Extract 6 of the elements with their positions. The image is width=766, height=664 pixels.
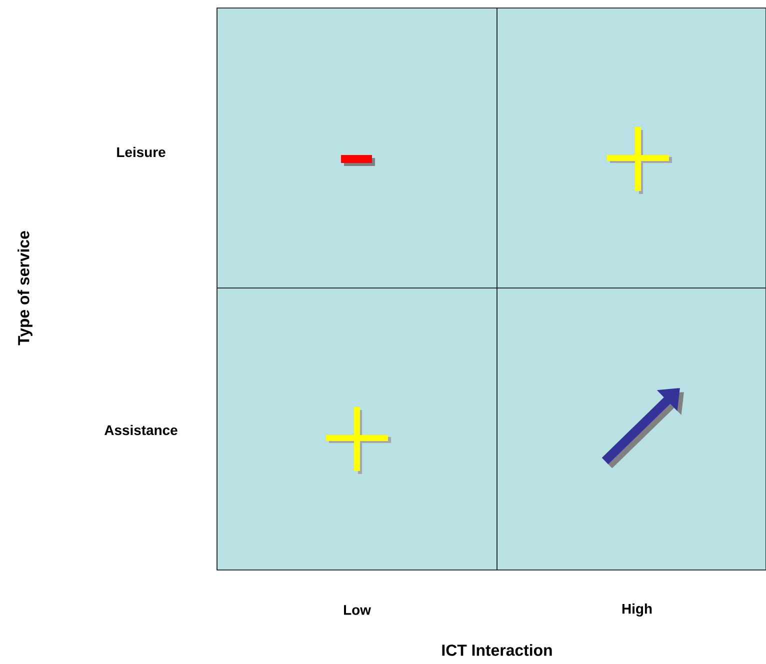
axis-label: Assistance <box>104 424 178 436</box>
axis-label: Low <box>344 605 371 615</box>
axis-title: ICT Interaction <box>442 644 552 656</box>
axis-title: Type of service <box>18 231 32 346</box>
axis-label: High <box>622 603 652 617</box>
axis-label: Leisure <box>117 146 166 158</box>
